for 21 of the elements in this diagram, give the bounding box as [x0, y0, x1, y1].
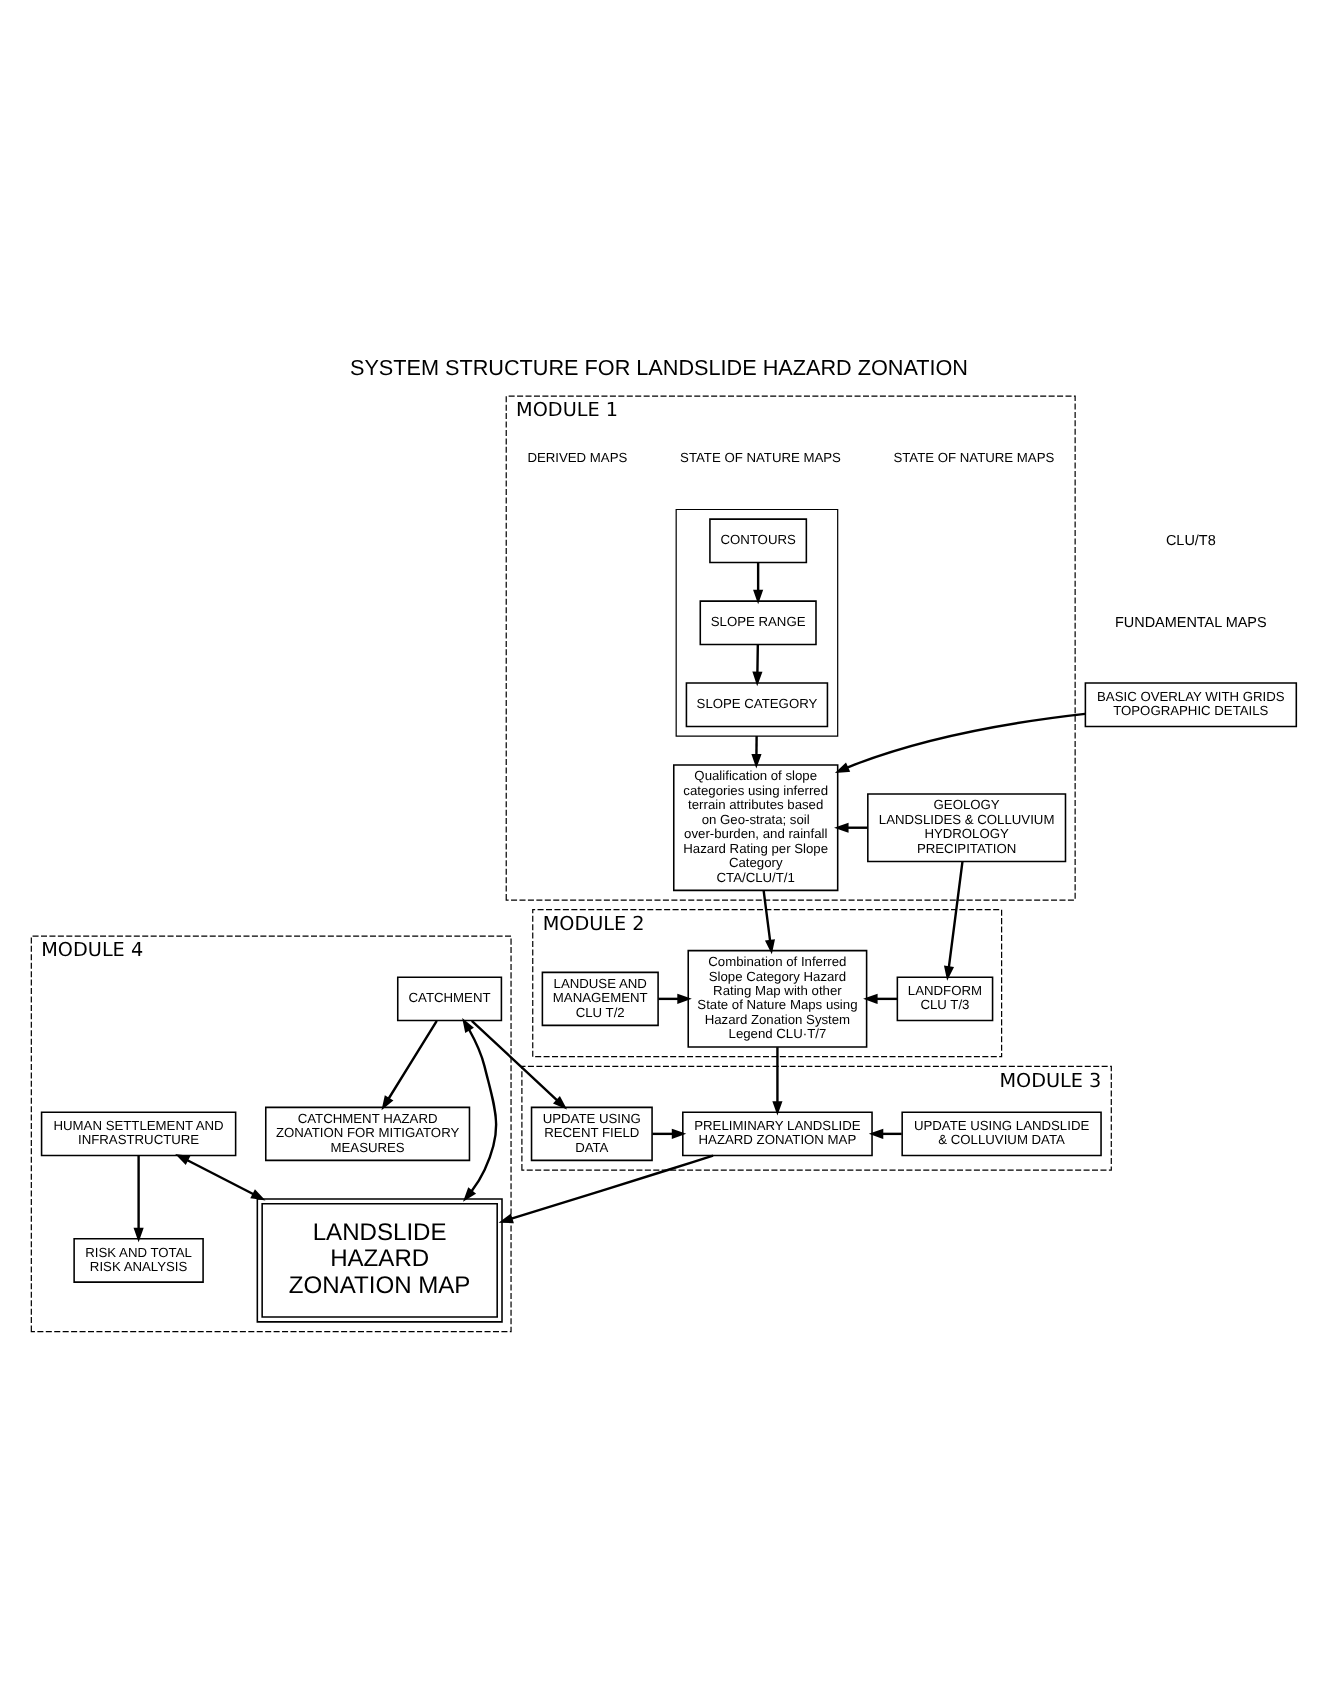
arrow: [762, 889, 776, 954]
arrow: [175, 1152, 266, 1200]
arrow: [772, 1046, 783, 1115]
arrow: [381, 1019, 438, 1110]
arrow: [753, 561, 764, 604]
arrow: [652, 1127, 687, 1138]
cluster: [675, 507, 839, 736]
arrow: [834, 821, 868, 832]
arrow: [752, 643, 763, 686]
arrow: [868, 1127, 902, 1138]
arrow: [462, 1016, 498, 1201]
arrow: [863, 992, 898, 1003]
arrow: [751, 735, 762, 768]
arrow: [834, 711, 1086, 773]
arrow: [943, 860, 964, 980]
diagram-title: SYSTEM STRUCTURE FOR LANDSLIDE HAZARD ZONATION: [349, 356, 969, 380]
arrow: [133, 1154, 144, 1242]
arrow: [498, 1153, 714, 1223]
arrow: [470, 1018, 568, 1109]
arrow: [658, 992, 692, 1003]
node-box: LANDSLIDE HAZARD ZONATION MAP: [256, 1197, 503, 1322]
